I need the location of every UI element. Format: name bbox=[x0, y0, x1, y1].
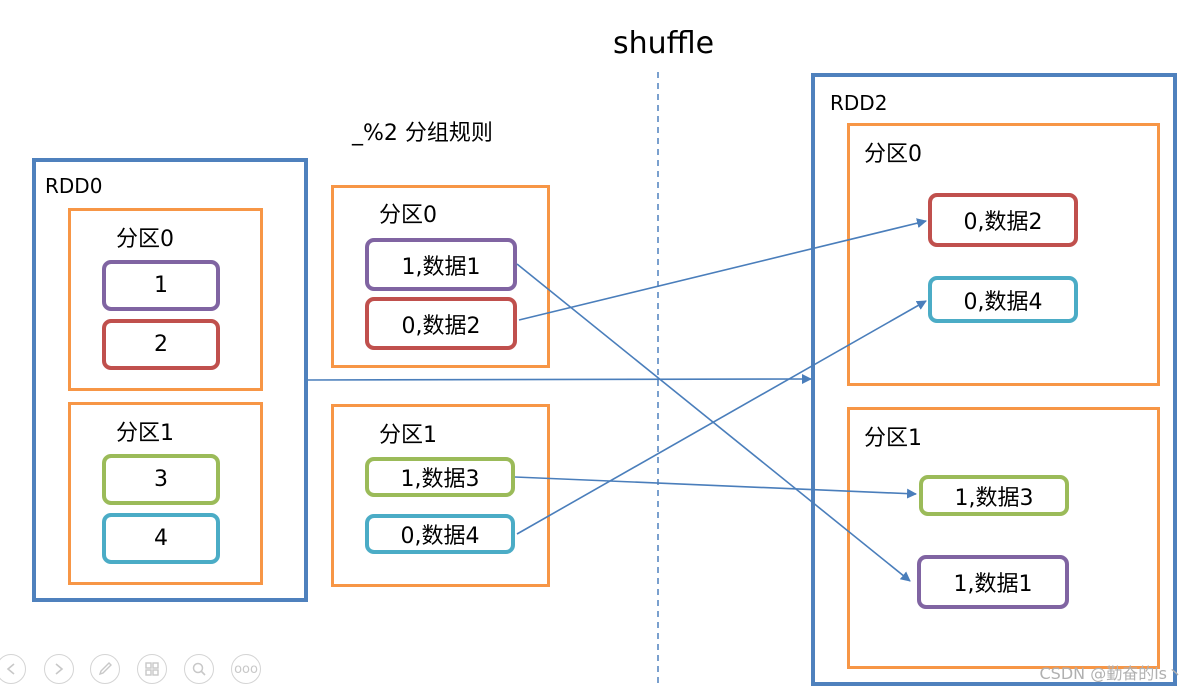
rdd0-item-3: 3 bbox=[102, 454, 220, 505]
arrow-data3-to-partition1 bbox=[514, 476, 917, 499]
rdd2-item-1-data3: 1,数据3 bbox=[919, 475, 1069, 516]
group-item-1-data1: 1,数据1 bbox=[365, 238, 517, 291]
rdd0-label: RDD0 bbox=[45, 174, 103, 198]
group-partition-0: 分区0 bbox=[331, 185, 550, 368]
rdd2-box: RDD2 bbox=[811, 73, 1177, 686]
prev-icon[interactable] bbox=[0, 654, 26, 684]
group-item-0-data2: 0,数据2 bbox=[365, 297, 517, 350]
group-partition-1: 分区1 bbox=[331, 404, 550, 587]
group-item-0-data4: 0,数据4 bbox=[365, 514, 515, 554]
arrow-data4-to-partition0 bbox=[516, 300, 927, 535]
rdd0-partition-1-label: 分区1 bbox=[116, 421, 174, 446]
more-icon[interactable]: ooo bbox=[231, 654, 261, 684]
rdd2-partition-0: 分区0 bbox=[847, 123, 1160, 386]
shuffle-divider bbox=[657, 72, 659, 687]
rdd2-label: RDD2 bbox=[830, 91, 888, 115]
rdd0-box: RDD0 bbox=[32, 158, 308, 602]
rdd2-partition-0-label: 分区0 bbox=[864, 142, 922, 167]
slides-icon[interactable] bbox=[137, 654, 167, 684]
arrow-rdd0-to-rdd2 bbox=[307, 374, 812, 385]
diagram-title: shuffle bbox=[613, 26, 715, 61]
rdd0-item-2: 2 bbox=[102, 319, 220, 370]
group-partition-1-label: 分区1 bbox=[379, 423, 437, 448]
watermark: CSDN @勤奋的ls丶 bbox=[1039, 664, 1184, 683]
rdd2-item-0-data2: 0,数据2 bbox=[928, 193, 1078, 247]
arrow-data1-to-partition1 bbox=[516, 263, 911, 582]
rdd0-partition-0: 分区0 bbox=[68, 208, 263, 391]
next-icon[interactable] bbox=[44, 654, 74, 684]
rdd0-item-4: 4 bbox=[102, 513, 220, 564]
rdd0-partition-0-label: 分区0 bbox=[116, 227, 174, 252]
rdd0-partition-1: 分区1 bbox=[68, 402, 263, 585]
rdd2-item-0-data4: 0,数据4 bbox=[928, 276, 1078, 323]
pen-icon[interactable] bbox=[90, 654, 120, 684]
rdd0-item-1: 1 bbox=[102, 260, 220, 311]
group-item-1-data3: 1,数据3 bbox=[365, 457, 515, 497]
grouping-rule-label: _%2 分组规则 bbox=[352, 121, 493, 146]
rdd2-item-1-data1: 1,数据1 bbox=[917, 555, 1069, 609]
zoom-icon[interactable] bbox=[184, 654, 214, 684]
rdd2-partition-1-label: 分区1 bbox=[864, 426, 922, 451]
arrow-data2-to-partition0 bbox=[518, 218, 927, 321]
rdd2-partition-1: 分区1 bbox=[847, 407, 1160, 669]
group-partition-0-label: 分区0 bbox=[379, 203, 437, 228]
